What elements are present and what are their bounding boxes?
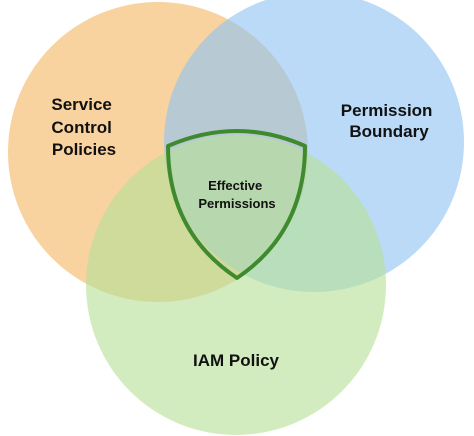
label-line: Service xyxy=(51,95,112,114)
circle-iam-policy xyxy=(86,135,386,435)
label-line: Policies xyxy=(52,140,116,159)
label-iam-policy: IAM Policy xyxy=(193,351,280,370)
label-line: Boundary xyxy=(349,122,429,141)
effective-permissions-outline xyxy=(166,129,307,280)
label-line: Control xyxy=(51,118,111,137)
label-effective-permissions: Effective Permissions xyxy=(198,178,275,211)
label-service-control-policies: Service Control Policies xyxy=(51,95,116,159)
label-permission-boundary: Permission Boundary xyxy=(341,101,437,141)
label-line: IAM Policy xyxy=(193,351,280,370)
label-line: Permissions xyxy=(198,196,275,211)
label-line: Effective xyxy=(208,178,262,193)
label-line: Permission xyxy=(341,101,433,120)
